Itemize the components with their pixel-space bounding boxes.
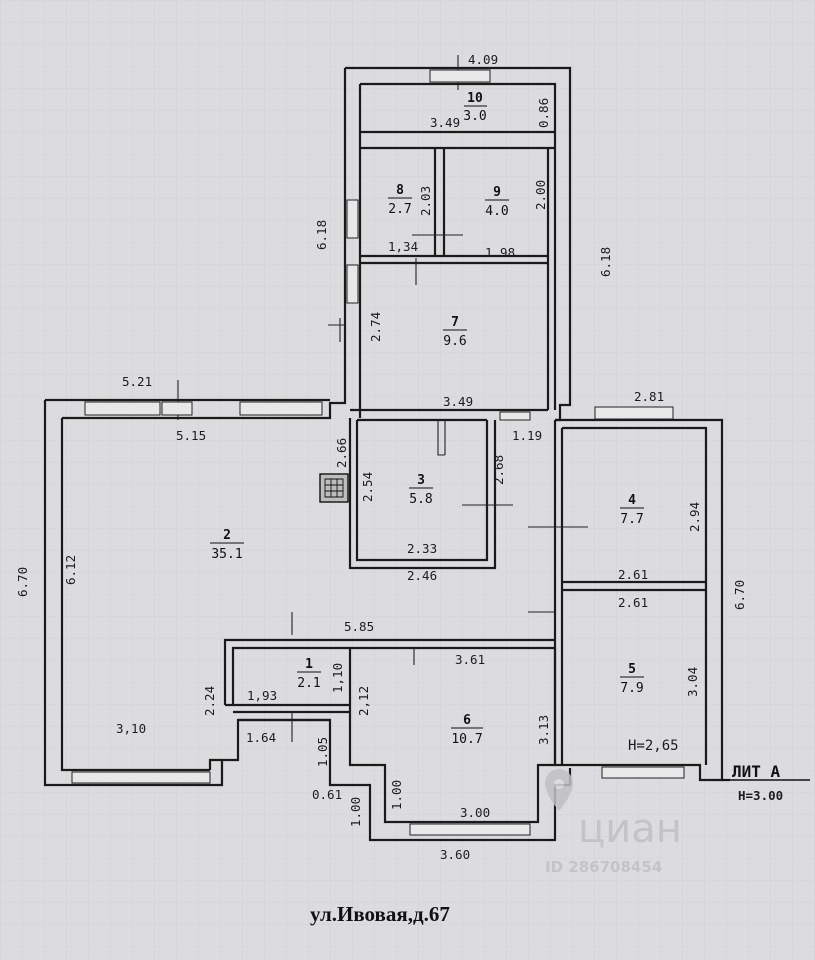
dim-label: 1,34 bbox=[388, 239, 418, 254]
room-area: 2.7 bbox=[388, 202, 411, 217]
room-6-label: 6 10.7 bbox=[451, 713, 483, 747]
lit-height: H=3.00 bbox=[738, 788, 783, 803]
dim-label: 3.00 bbox=[460, 805, 490, 820]
dim-label: 3.61 bbox=[455, 652, 485, 667]
dim-label: 3.04 bbox=[685, 667, 700, 697]
room-area: 9.6 bbox=[443, 334, 466, 349]
dim-label: 2,12 bbox=[356, 686, 371, 716]
dim-label: 3.49 bbox=[430, 115, 460, 130]
room-5-label: 5 7.9 bbox=[620, 662, 644, 696]
dim-label: 2.00 bbox=[533, 180, 548, 210]
dim-label: 3.13 bbox=[536, 715, 551, 745]
room-area: 35.1 bbox=[211, 547, 242, 562]
ceiling-height: H=2,65 bbox=[628, 738, 679, 754]
dim-label: 6.70 bbox=[732, 580, 747, 610]
dim-label: 1.00 bbox=[348, 797, 363, 827]
room-area: 4.0 bbox=[485, 204, 508, 219]
walls bbox=[43, 55, 730, 842]
watermark-brand: циан bbox=[578, 806, 682, 852]
windows bbox=[71, 69, 685, 836]
room-3-label: 3 5.8 bbox=[409, 473, 433, 507]
dim-label: 3,10 bbox=[116, 721, 146, 736]
dim-label: 5.15 bbox=[176, 428, 206, 443]
room-area: 10.7 bbox=[451, 732, 482, 747]
dim-label: 2.61 bbox=[618, 567, 648, 582]
dim-label: 2.66 bbox=[334, 438, 349, 468]
dimension-labels: 4.09 0.86 3.49 2.03 2.00 6.18 6.18 1,34 … bbox=[15, 52, 747, 862]
watermark-id: ID 286708454 bbox=[545, 858, 662, 876]
room-1-label: 1 2.1 bbox=[297, 657, 321, 691]
dim-label: 1.64 bbox=[246, 730, 276, 745]
room-number: 5 bbox=[628, 662, 636, 677]
room-number: 6 bbox=[463, 713, 471, 728]
dim-label: 2.61 bbox=[618, 595, 648, 610]
watermark: циан ID 286708454 bbox=[545, 769, 682, 876]
dim-label: 6.18 bbox=[598, 247, 613, 277]
room-area: 5.8 bbox=[409, 492, 432, 507]
dim-label: 5.21 bbox=[122, 374, 152, 389]
room-number: 7 bbox=[451, 315, 459, 330]
room-area: 7.9 bbox=[620, 681, 643, 696]
dim-label: 0.61 bbox=[312, 787, 342, 802]
room-area: 2.1 bbox=[297, 676, 320, 691]
room-number: 3 bbox=[417, 473, 425, 488]
dim-label: 6.70 bbox=[15, 567, 30, 597]
room-2-label: 2 35.1 bbox=[210, 528, 244, 562]
dim-label: 0.86 bbox=[536, 98, 551, 128]
room-7-label: 7 9.6 bbox=[443, 315, 467, 349]
room-number: 2 bbox=[223, 528, 231, 543]
room-8-label: 8 2.7 bbox=[388, 183, 412, 217]
dim-label: 2.33 bbox=[407, 541, 437, 556]
dim-label: 3.60 bbox=[440, 847, 470, 862]
dim-label: 2.81 bbox=[634, 389, 664, 404]
room-labels: 10 3.0 8 2.7 9 4.0 7 9.6 3 5.8 4 7.7 bbox=[210, 91, 644, 747]
dim-label: 1.05 bbox=[315, 737, 330, 767]
dim-label: 2.54 bbox=[360, 472, 375, 502]
room-9-label: 9 4.0 bbox=[485, 185, 509, 219]
address-caption: ул.Ивовая,д.67 bbox=[310, 902, 450, 926]
room-number: 1 bbox=[305, 657, 313, 672]
dim-label: 2.74 bbox=[368, 312, 383, 342]
dim-label: 2.24 bbox=[202, 686, 217, 716]
dim-label: 1,93 bbox=[247, 688, 277, 703]
dim-label: 1.00 bbox=[389, 780, 404, 810]
room-4-label: 4 7.7 bbox=[620, 493, 644, 527]
location-pin-icon bbox=[545, 769, 573, 811]
dim-label: 5.85 bbox=[344, 619, 374, 634]
dim-label: 1.98 bbox=[485, 245, 515, 260]
lit-label: ЛИТ А bbox=[732, 762, 781, 781]
dim-label: 6.18 bbox=[314, 220, 329, 250]
dim-label: 4.09 bbox=[468, 52, 498, 67]
dim-label: 1,10 bbox=[330, 663, 345, 693]
dim-label: 2.94 bbox=[687, 502, 702, 532]
dim-label: 3.49 bbox=[443, 394, 473, 409]
room-number: 9 bbox=[493, 185, 501, 200]
room-area: 3.0 bbox=[463, 109, 486, 124]
dim-label: 2.03 bbox=[418, 186, 433, 216]
room-area: 7.7 bbox=[620, 512, 643, 527]
dim-label: 2.68 bbox=[491, 455, 506, 485]
dim-label: 6.12 bbox=[63, 555, 78, 585]
dim-label: 2.46 bbox=[407, 568, 437, 583]
room-number: 4 bbox=[628, 493, 636, 508]
room-10-label: 10 3.0 bbox=[463, 91, 487, 124]
room-number: 8 bbox=[396, 183, 404, 198]
dim-label: 1.19 bbox=[512, 428, 542, 443]
room-number: 10 bbox=[467, 91, 483, 106]
